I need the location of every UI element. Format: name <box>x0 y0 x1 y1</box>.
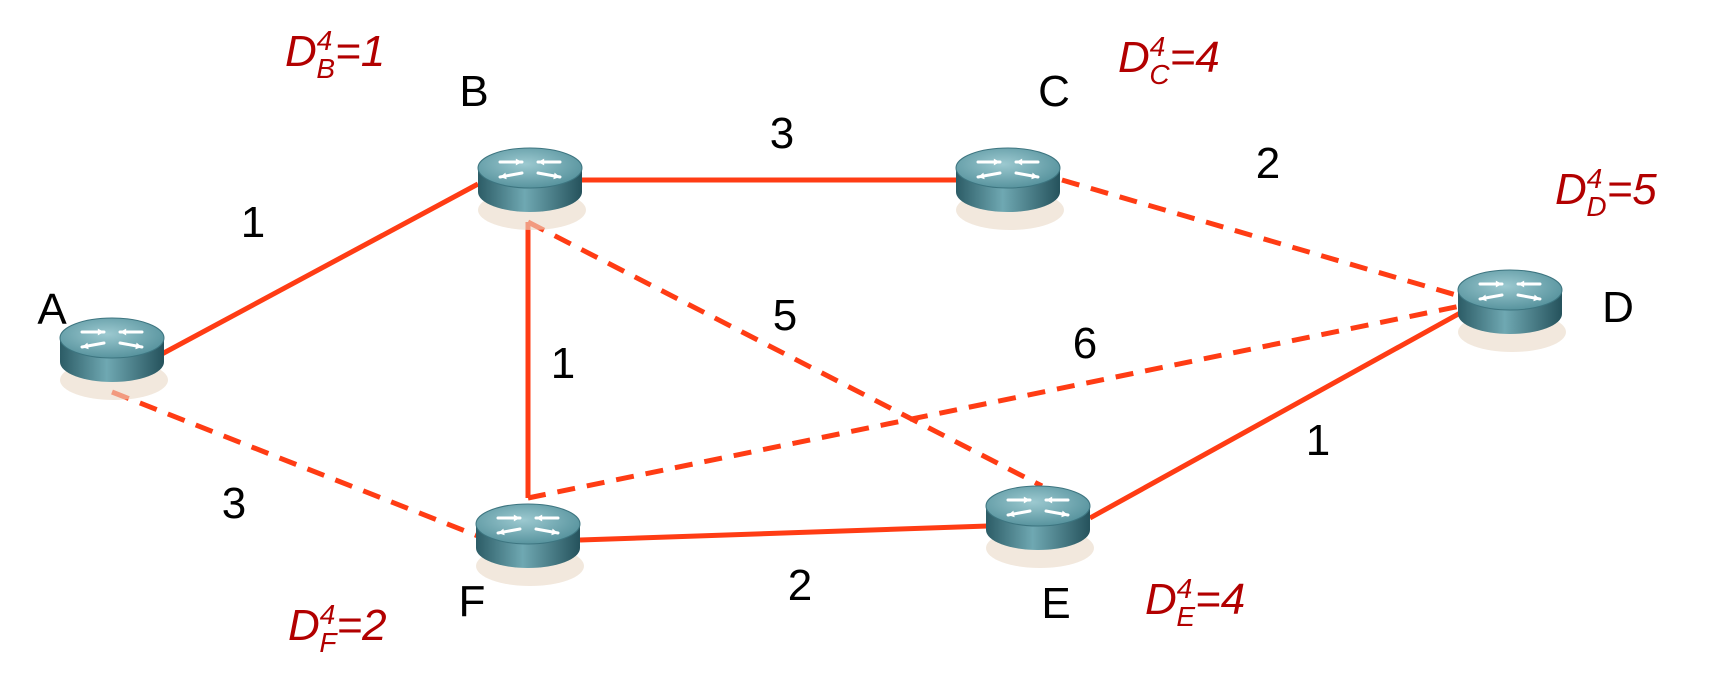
edge-weight-f-e: 2 <box>788 561 812 610</box>
edge-weight-a-f: 3 <box>222 479 246 528</box>
edge-weight-c-d: 2 <box>1256 139 1280 188</box>
router-icon-d[interactable] <box>1457 269 1566 352</box>
edge-weight-a-b: 1 <box>241 198 265 247</box>
edge-weight-f-d: 6 <box>1073 319 1097 368</box>
router-icon-f[interactable] <box>475 503 584 586</box>
edge-c-d <box>1061 177 1481 305</box>
nodes-layer <box>59 147 1566 586</box>
router-icon-c[interactable] <box>955 147 1064 230</box>
node-label-f: F <box>459 577 486 626</box>
edge-weight-b-c: 3 <box>770 109 794 158</box>
edge-a-b <box>158 181 480 358</box>
router-icon-b[interactable] <box>477 147 586 230</box>
router-icon-e[interactable] <box>985 485 1094 568</box>
edge-b-e <box>526 219 1044 489</box>
node-label-b: B <box>459 67 488 116</box>
edge-weight-e-d: 1 <box>1306 416 1330 465</box>
edge-a-f <box>111 389 479 539</box>
router-icon-a[interactable] <box>59 317 168 400</box>
labels-layer: A B C D E F <box>37 67 1634 628</box>
node-label-d: D <box>1602 283 1634 332</box>
edge-weight-b-e: 5 <box>773 291 797 340</box>
weights-layer: 1 3 3 1 5 2 6 2 1 <box>222 109 1330 610</box>
edges-layer <box>111 177 1482 543</box>
node-label-a: A <box>37 285 67 334</box>
edge-weight-b-f: 1 <box>551 339 575 388</box>
node-label-c: C <box>1038 67 1070 116</box>
edge-e-d <box>1088 299 1482 521</box>
edge-f-e <box>579 523 989 543</box>
edge-f-d <box>527 299 1481 501</box>
node-label-e: E <box>1041 579 1070 628</box>
